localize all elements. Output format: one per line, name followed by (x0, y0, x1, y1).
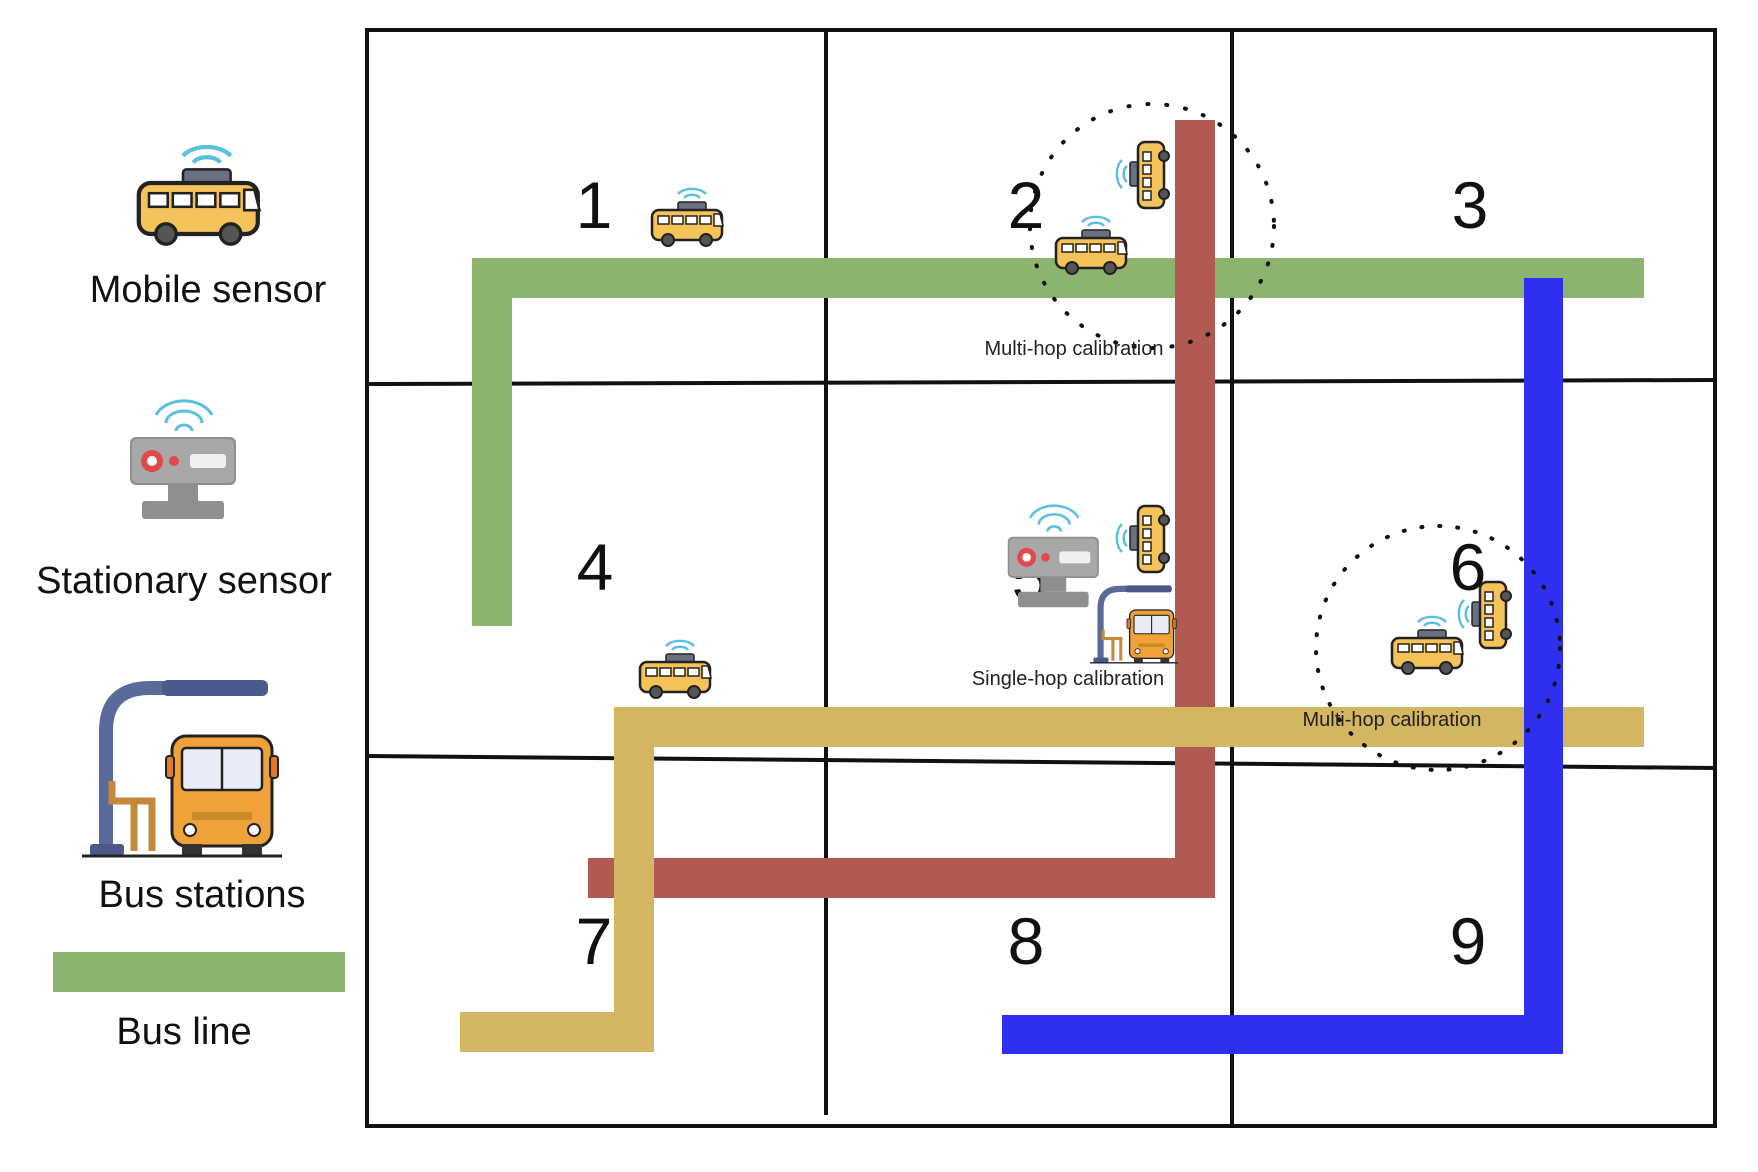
grid-icons (638, 140, 1513, 700)
cell-number-7: 7 (576, 904, 613, 978)
legend-bus-stations: Bus stations (99, 874, 306, 916)
mobile-sensor-cell-4 (638, 639, 713, 700)
mobile-sensor-cell-1 (650, 187, 725, 248)
legend: Mobile sensor Stationary sensor Bus stat… (36, 147, 345, 1053)
blue-line-v (1524, 278, 1563, 1054)
multi-hop-range-top (1028, 102, 1276, 350)
legend-mobile-sensor: Mobile sensor (90, 269, 327, 311)
bus-lines (460, 120, 1644, 1054)
legend-stationary-sensor: Stationary sensor (36, 560, 332, 602)
mobile-sensor-cell-2 (1054, 215, 1129, 276)
multi-hop-label-right: Multi-hop calibration (1303, 709, 1482, 731)
cell-number-1: 1 (576, 168, 613, 242)
cell-number-9: 9 (1450, 904, 1487, 978)
cell-number-2: 2 (1008, 168, 1045, 242)
bus-station-legend-icon (82, 680, 282, 856)
multi-hop-label-top: Multi-hop calibration (985, 338, 1164, 360)
multi-hop-range-right (1314, 524, 1562, 772)
red-line-h (588, 858, 1215, 898)
stationary-sensor-legend-icon (128, 399, 238, 521)
yellow-line-tail (460, 1012, 654, 1052)
cell-number-8: 8 (1008, 904, 1045, 978)
mobile-sensor-cell-2-vertical (1115, 140, 1171, 210)
cell-number-3: 3 (1452, 168, 1489, 242)
legend-bus-line: Bus line (116, 1011, 251, 1053)
mobile-sensor-legend-icon (139, 147, 260, 244)
mobile-sensor-cell-6 (1390, 615, 1465, 676)
annotation-labels: Multi-hop calibration Single-hop calibra… (972, 338, 1482, 731)
single-hop-label: Single-hop calibration (972, 668, 1164, 690)
yellow-line-h (614, 707, 1644, 747)
green-line-v (472, 258, 512, 626)
grid-border (365, 28, 1717, 1128)
yellow-line-v (614, 707, 654, 1052)
bus-line-legend-swatch (53, 952, 345, 992)
grid-line-h2 (366, 754, 1716, 770)
grid-line-h1 (366, 378, 1716, 386)
calibration-ranges (1028, 102, 1562, 772)
red-line-v (1175, 120, 1215, 898)
city-grid (365, 28, 1717, 1128)
blue-line-h (1002, 1015, 1563, 1054)
bus-station-cell-5 (1090, 585, 1178, 662)
stationary-sensor-cell-5 (1006, 504, 1101, 609)
mobile-sensor-cell-5-vertical (1115, 504, 1171, 574)
cell-number-4: 4 (577, 530, 614, 604)
